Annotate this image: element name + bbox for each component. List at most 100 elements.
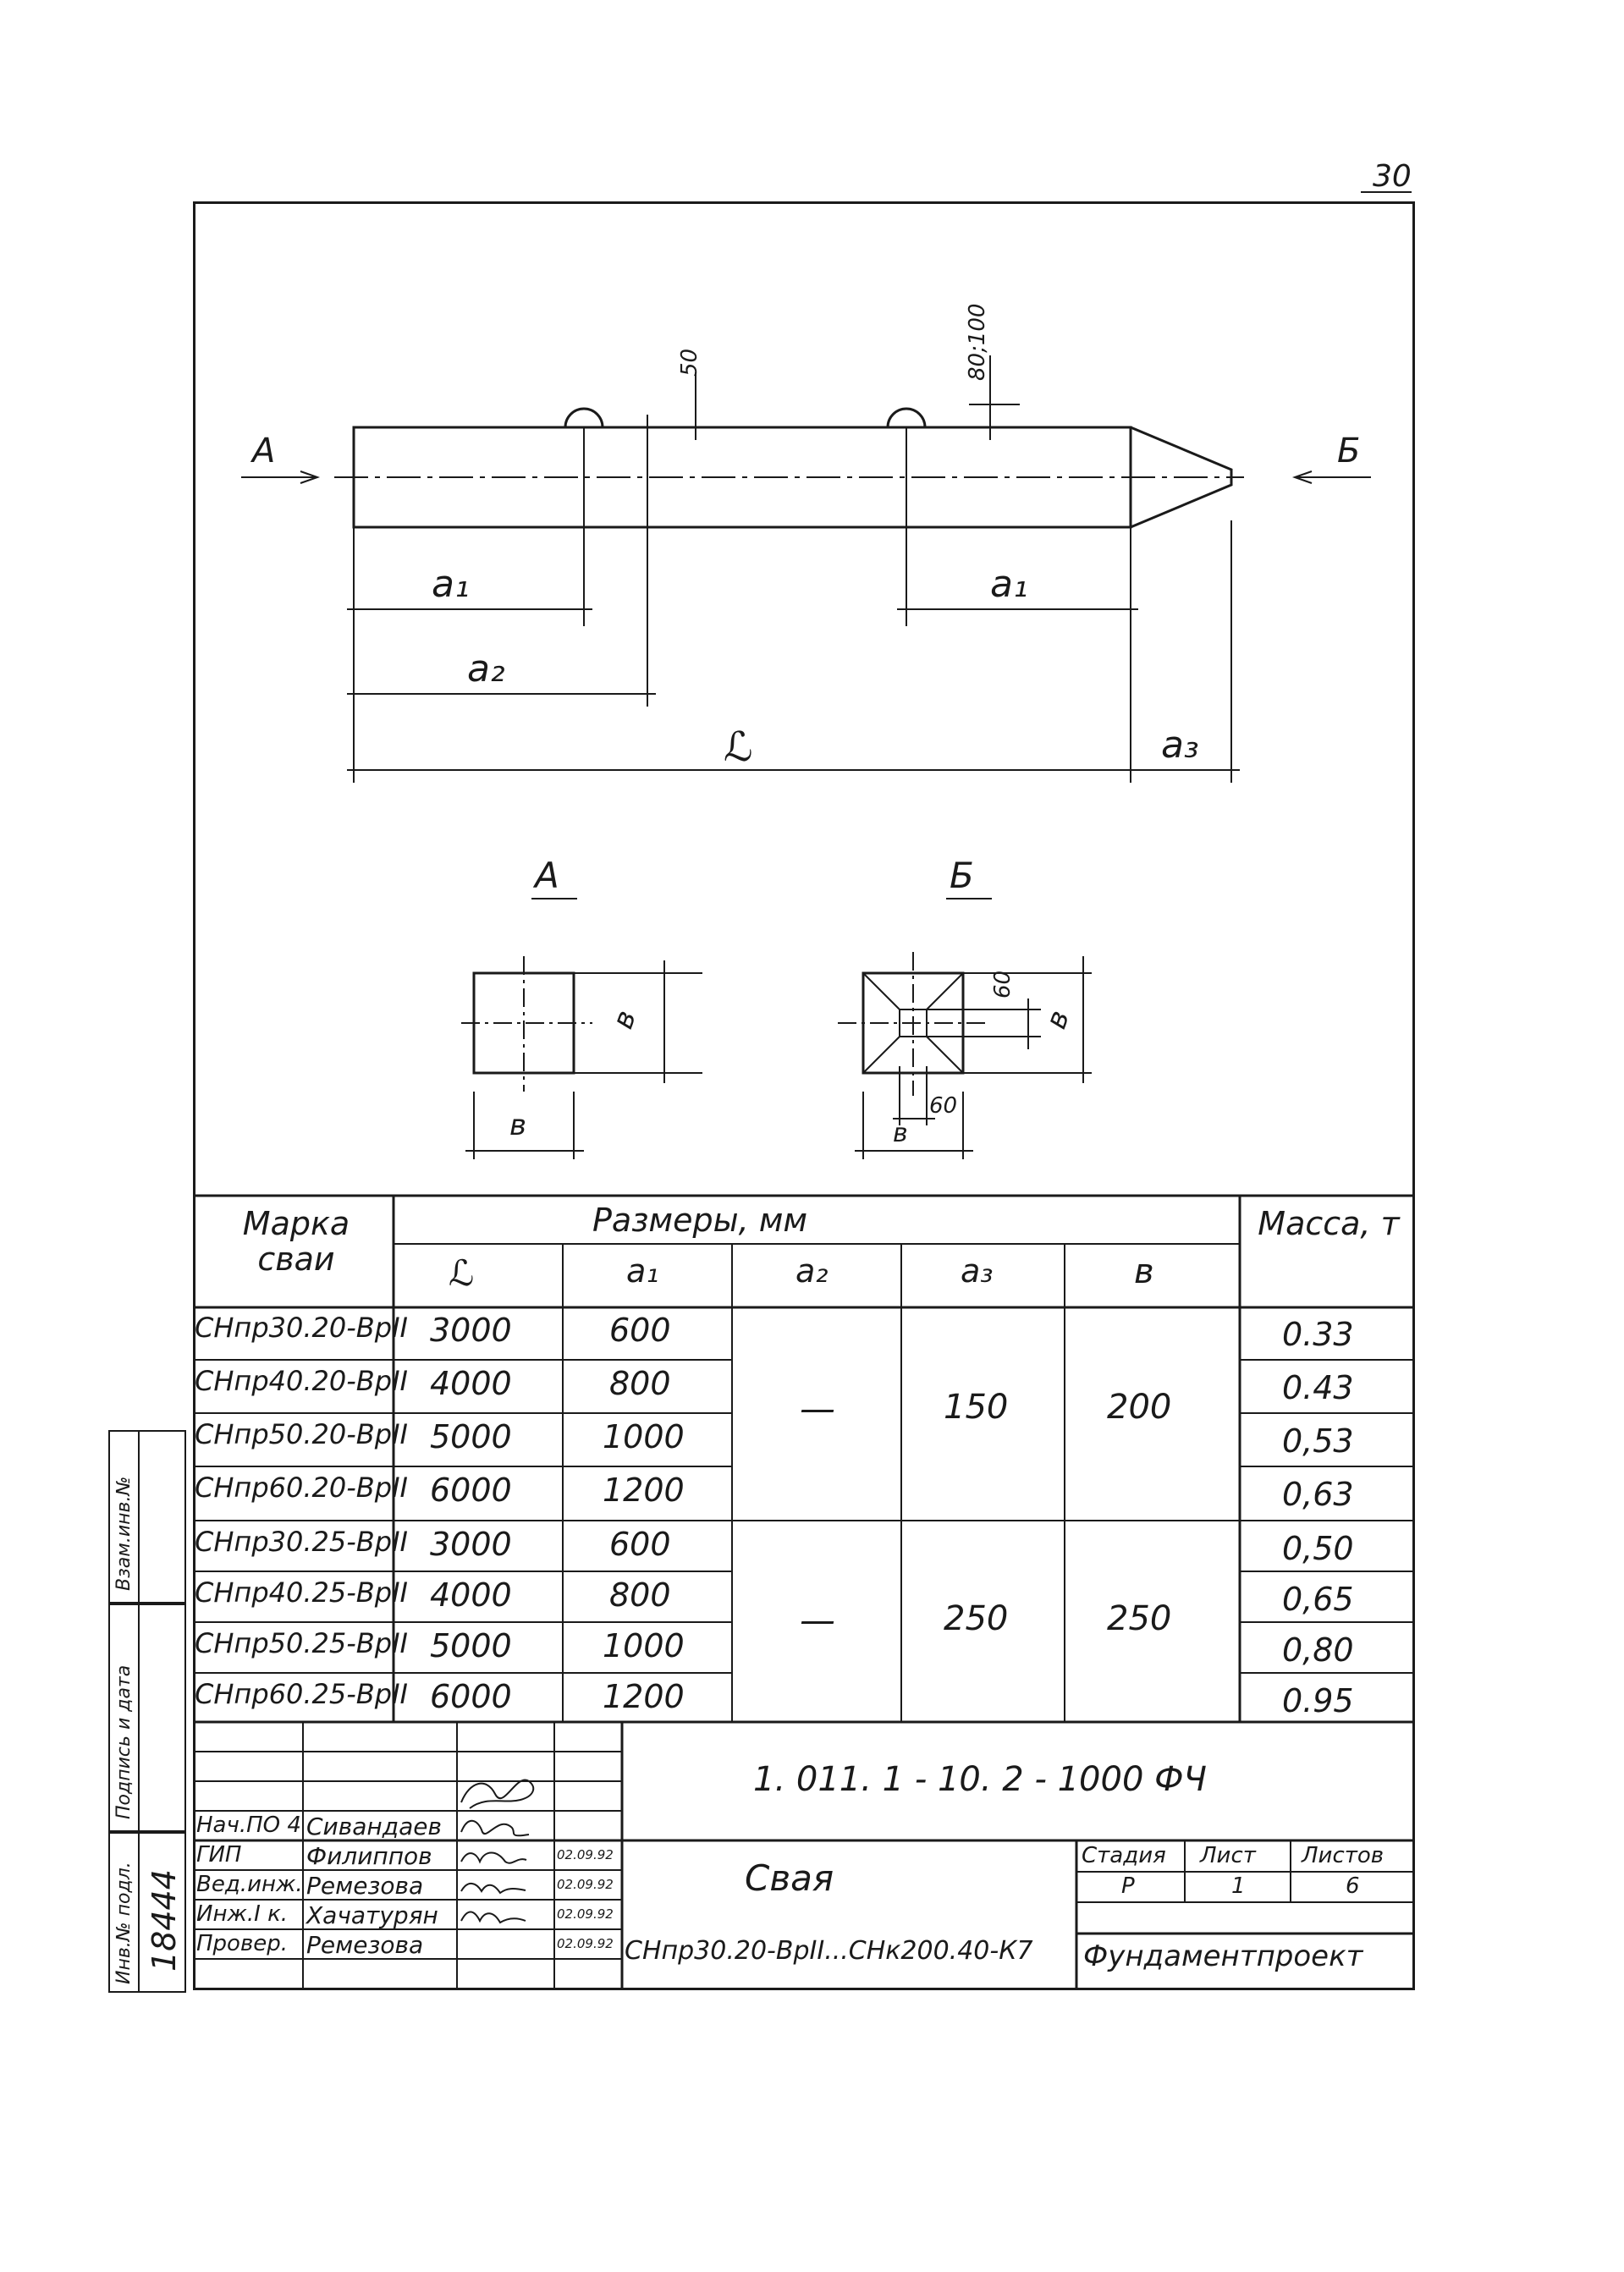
row-mark: СНпр60.25-ВрII: [195, 1678, 408, 1710]
side-vzam-label: Взам.инв.№: [113, 1476, 135, 1591]
staff-role-3: Инж.I к.: [196, 1901, 289, 1927]
row-mark: СНпр30.20-ВрII: [195, 1312, 408, 1344]
staff-role-1: ГИП: [196, 1842, 242, 1868]
dim-a1-left: a₁: [432, 563, 470, 606]
view-a-marker: А: [252, 432, 276, 470]
drawing-frame: [193, 201, 1415, 1990]
staff-name-2: Ремезова: [306, 1872, 424, 1900]
page-number-tick: [1361, 191, 1412, 193]
row-a1: 1200: [603, 1678, 685, 1715]
row-a1: 1000: [603, 1627, 685, 1664]
group1-a3: 150: [944, 1388, 1009, 1427]
row-L: 6000: [430, 1472, 512, 1509]
section-a-title: А: [535, 855, 559, 896]
row-mass: 0.33: [1282, 1316, 1354, 1353]
side-stamp-inv: [108, 1832, 186, 1993]
header-mark: Марка сваи: [242, 1205, 350, 1278]
lifting-loop-right: [886, 407, 927, 428]
dim-50: 50: [677, 348, 702, 377]
side-podpis-label: Подпись и дата: [113, 1664, 135, 1819]
row-a1: 1000: [603, 1418, 685, 1455]
group2-a2: —: [800, 1599, 835, 1641]
staff-name-1: Филиппов: [306, 1842, 432, 1870]
row-a1: 600: [609, 1526, 671, 1563]
row-a1: 600: [609, 1312, 671, 1349]
signature-3: [460, 1851, 527, 1864]
sheets-label: Листов: [1302, 1843, 1385, 1868]
row-a1: 800: [609, 1576, 671, 1614]
section-b-dim-60-bottom: 60: [929, 1093, 958, 1119]
staff-role-0: Нач.ПО 4: [196, 1813, 301, 1838]
row-L: 3000: [430, 1312, 512, 1349]
side-stamp-podpis: [108, 1604, 186, 1832]
drawing-code: 1. 011. 1 - 10. 2 - 1000 ФЧ: [753, 1760, 1207, 1799]
lifting-loop-left: [564, 407, 604, 428]
stage-value: Р: [1121, 1873, 1135, 1899]
dim-a2: a₂: [467, 647, 505, 690]
staff-date-2: 02.09.92: [557, 1877, 614, 1892]
row-a1: 800: [609, 1365, 671, 1402]
row-mark: СНпр50.25-ВрII: [195, 1627, 408, 1659]
organization: Фундаментпроект: [1083, 1939, 1363, 1973]
side-inv-label: Инв.№ подл.: [113, 1862, 135, 1984]
header-sizes: Размеры, мм: [592, 1202, 808, 1239]
staff-date-3: 02.09.92: [557, 1906, 614, 1922]
section-a-bottom-dim: в: [509, 1108, 527, 1142]
row-mass: 0.43: [1282, 1369, 1354, 1406]
row-mark: СНпр40.20-ВрII: [195, 1365, 408, 1397]
side-inv-number: 18444: [146, 1869, 183, 1972]
section-b-dim-60-top: 60: [990, 970, 1016, 998]
stage-label: Стадия: [1082, 1843, 1166, 1868]
row-L: 3000: [430, 1526, 512, 1563]
sheets-value: 6: [1346, 1873, 1360, 1899]
group1-b: 200: [1107, 1388, 1172, 1427]
drawing-subtitle: СНпр30.20-ВрII...СНк200.40-К7: [625, 1936, 1033, 1966]
col-header-b: в: [1134, 1252, 1154, 1291]
row-L: 4000: [430, 1576, 512, 1614]
side-stamp-vzam: [108, 1430, 186, 1604]
section-b-bottom-dim: в: [893, 1119, 908, 1148]
group2-a3: 250: [944, 1599, 1009, 1638]
staff-name-0: Сивандаев: [306, 1813, 442, 1840]
side-stamp-divider: [138, 1430, 140, 1993]
row-mark: СНпр50.20-ВрII: [195, 1418, 408, 1450]
staff-date-1: 02.09.92: [557, 1847, 614, 1862]
row-mark: СНпр40.25-ВрII: [195, 1576, 408, 1609]
dim-a1-right: a₁: [990, 563, 1028, 606]
row-mark: СНпр60.20-ВрII: [195, 1472, 408, 1504]
signature-5: [460, 1911, 526, 1924]
staff-name-4: Ремезова: [306, 1931, 424, 1959]
col-header-a3: a₃: [961, 1252, 994, 1290]
dim-a3: a₃: [1161, 723, 1199, 767]
group1-a2: —: [800, 1388, 835, 1429]
dim-L: ℒ: [724, 723, 753, 771]
signature-1: [460, 1779, 535, 1809]
view-b-marker: Б: [1337, 432, 1361, 470]
row-L: 5000: [430, 1627, 512, 1664]
staff-name-3: Хачатурян: [306, 1901, 438, 1929]
sheet-value: 1: [1231, 1873, 1246, 1899]
header-mass: Масса, т: [1258, 1205, 1400, 1242]
row-mass: 0,53: [1282, 1422, 1354, 1460]
staff-date-4: 02.09.92: [557, 1936, 614, 1951]
row-L: 5000: [430, 1418, 512, 1455]
sheet-label: Лист: [1200, 1843, 1256, 1868]
dim-loop-height: 80;100: [965, 303, 990, 381]
col-header-L: ℒ: [449, 1252, 475, 1294]
staff-role-2: Вед.инж.: [196, 1872, 303, 1897]
staff-role-4: Провер.: [196, 1931, 289, 1956]
row-mark: СНпр30.25-ВрII: [195, 1526, 408, 1558]
col-header-a2: a₂: [795, 1252, 829, 1290]
row-mass: 0,65: [1282, 1581, 1354, 1618]
signature-2: [460, 1819, 530, 1837]
row-mass: 0,63: [1282, 1476, 1354, 1513]
row-a1: 1200: [603, 1472, 685, 1509]
row-L: 4000: [430, 1365, 512, 1402]
section-b-title: Б: [950, 855, 974, 896]
row-mass: 0.95: [1282, 1682, 1354, 1719]
group2-b: 250: [1107, 1599, 1172, 1638]
col-header-a1: a₁: [626, 1252, 659, 1290]
row-L: 6000: [430, 1678, 512, 1715]
page-number: 30: [1373, 159, 1412, 194]
